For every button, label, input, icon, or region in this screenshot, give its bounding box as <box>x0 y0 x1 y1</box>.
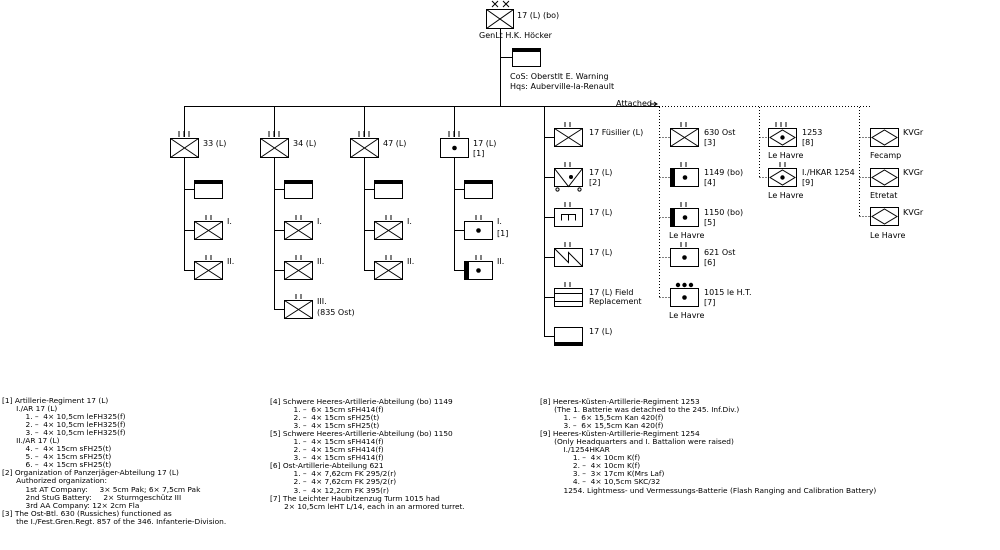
regiment-47-battalion-2-label: II. <box>407 257 414 266</box>
turret-howitzer-platoon-note: [7] <box>704 298 715 307</box>
coastal-battalion-1254-location: Le Havre <box>768 191 804 200</box>
artillery-regiment-staff-symbol <box>464 180 493 199</box>
coastal-battalion-1254-note: [9] <box>802 178 813 187</box>
coastal-regiment-1253-location: Le Havre <box>768 151 804 160</box>
panzerjager-battalion-note: [2] <box>589 178 600 187</box>
regiment-34-battalion-2-symbol <box>284 255 313 280</box>
heavy-artillery-1149-label: 1149 (bo) <box>704 168 743 177</box>
heavy-artillery-1149-note: [4] <box>704 178 715 187</box>
ost-battalion-630-symbol <box>670 122 699 147</box>
regiment-33-battalion-2-label: II. <box>227 257 234 266</box>
artillery-battalion-1-symbol <box>464 215 493 240</box>
regiment-47-symbol <box>350 131 379 158</box>
kvgr-fecamp-label: KVGr <box>903 128 924 137</box>
kvgr-etretat-location: Etretat <box>870 191 897 200</box>
turret-howitzer-platoon-label: 1015 le H.T. <box>704 288 752 297</box>
signals-battalion-label: 17 (L) <box>589 248 612 257</box>
kvgr-le-havre-location: Le Havre <box>870 231 906 240</box>
regiment-34-battalion-3-symbol <box>284 294 313 319</box>
regiment-33-symbol <box>170 131 199 158</box>
regiment-34-battalion-1-symbol <box>284 215 313 240</box>
fusilier-battalion-symbol <box>554 122 583 147</box>
attached-label: Attached <box>616 99 652 108</box>
regiment-47-label: 47 (L) <box>383 139 406 148</box>
regiment-34-battalion-3-note: (835 Ost) <box>317 308 355 317</box>
regiment-34-staff-symbol <box>284 180 313 199</box>
coastal-regiment-1253-note: [8] <box>802 138 813 147</box>
heavy-artillery-1149-symbol <box>670 162 699 187</box>
regiment-33-staff-symbol <box>194 180 223 199</box>
regiment-47-staff-symbol <box>374 180 403 199</box>
regiment-33-battalion-2-symbol <box>194 255 223 280</box>
field-replacement-battalion-symbol <box>554 282 583 307</box>
coastal-regiment-1253-label: 1253 <box>802 128 822 137</box>
heavy-artillery-1150-symbol <box>670 202 699 227</box>
division-label: 17 (L) (bo) <box>517 11 559 20</box>
kvgr-le-havre-label: KVGr <box>903 208 924 217</box>
heavy-artillery-1150-note: [5] <box>704 218 715 227</box>
heavy-artillery-1150-label: 1150 (bo) <box>704 208 743 217</box>
ost-artillery-621-symbol <box>670 242 699 267</box>
turret-howitzer-platoon-location: Le Havre <box>669 311 705 320</box>
supply-troops-symbol <box>554 327 583 346</box>
regiment-33-label: 33 (L) <box>203 139 226 148</box>
artillery-battalion-1-label: I. <box>497 217 502 226</box>
heavy-artillery-1150-location: Le Havre <box>669 231 705 240</box>
kvgr-fecamp-location: Fecamp <box>870 151 901 160</box>
regiment-47-battalion-1-label: I. <box>407 217 412 226</box>
kvgr-le-havre-symbol <box>870 207 899 226</box>
regiment-34-label: 34 (L) <box>293 139 316 148</box>
hq-staff-symbol <box>512 48 541 67</box>
artillery-regiment-note: [1] <box>473 149 484 158</box>
engineer-battalion-symbol <box>554 202 583 227</box>
footnotes-column-1: [1] Artillerie-Regiment 17 (L) I./AR 17 … <box>2 396 227 526</box>
regiment-34-battalion-1-label: I. <box>317 217 322 226</box>
coastal-regiment-1253-symbol <box>768 122 797 147</box>
ost-battalion-630-note: [3] <box>704 138 715 147</box>
regiment-47-battalion-2-symbol <box>374 255 403 280</box>
artillery-regiment-symbol <box>440 131 469 158</box>
signals-battalion-symbol <box>554 242 583 267</box>
regiment-33-battalion-1-label: I. <box>227 217 232 226</box>
engineer-battalion-label: 17 (L) <box>589 208 612 217</box>
regiment-47-battalion-1-symbol <box>374 215 403 240</box>
footnotes-column-3: [8] Heeres-Küsten-Artillerie-Regiment 12… <box>540 397 877 495</box>
attached-arrow-icon <box>650 101 658 107</box>
ost-artillery-621-note: [6] <box>704 258 715 267</box>
regiment-34-battalion-2-label: II. <box>317 257 324 266</box>
field-replacement-label: 17 (L) Field <box>589 288 633 297</box>
artillery-regiment-label: 17 (L) <box>473 139 496 148</box>
regiment-34-battalion-3-label: III. <box>317 297 327 306</box>
headquarters-location-label: Hqs: Auberville-la-Renault <box>510 82 614 91</box>
fusilier-battalion-label: 17 Füsilier (L) <box>589 128 643 137</box>
turret-howitzer-platoon-1015-symbol <box>670 282 699 307</box>
regiment-34-symbol <box>260 131 289 158</box>
coastal-battalion-1254-label: I./HKAR 1254 <box>802 168 855 177</box>
kvgr-etretat-label: KVGr <box>903 168 924 177</box>
footnotes-column-2: [4] Schwere Heeres-Artillerie-Abteilung … <box>270 397 465 511</box>
artillery-battalion-2-label: II. <box>497 257 504 266</box>
kvgr-fecamp-symbol <box>870 128 899 147</box>
coastal-battalion-1254-symbol <box>768 162 797 187</box>
ost-artillery-621-label: 621 Ost <box>704 248 735 257</box>
panzerjager-battalion-symbol <box>554 162 583 192</box>
supply-troops-label: 17 (L) <box>589 327 612 336</box>
regiment-33-battalion-1-symbol <box>194 215 223 240</box>
artillery-battalion-2-symbol <box>464 255 493 280</box>
chief-of-staff-label: CoS: Oberstlt E. Warning <box>510 72 609 81</box>
artillery-battalion-1-note: [1] <box>497 229 508 238</box>
kvgr-etretat-symbol <box>870 168 899 187</box>
division-symbol <box>486 0 514 29</box>
ost-battalion-630-label: 630 Ost <box>704 128 735 137</box>
panzerjager-battalion-label: 17 (L) <box>589 168 612 177</box>
commander-label: GenLt H.K. Höcker <box>479 31 553 40</box>
field-replacement-label-2: Replacement <box>589 297 642 306</box>
